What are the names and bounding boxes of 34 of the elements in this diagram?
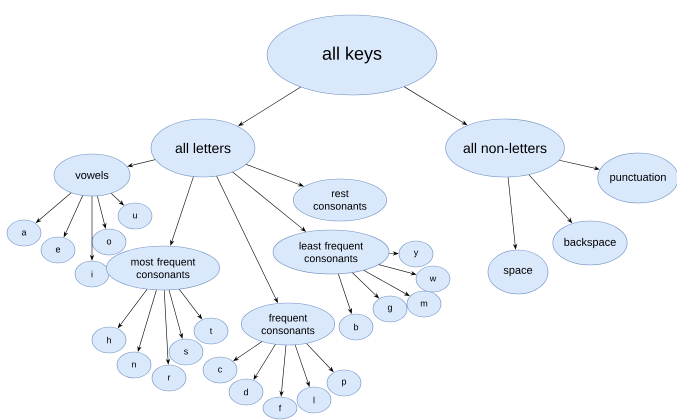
ellipse-node: space (488, 250, 548, 294)
arrow (404, 86, 468, 126)
ellipse-node: i (74, 260, 110, 288)
ellipse-node: d (228, 378, 264, 406)
ellipse-node: backspace (552, 220, 628, 266)
arrow (118, 289, 148, 328)
ellipse-node: f (262, 396, 298, 420)
ellipse-node: h (92, 326, 126, 354)
ellipse-node: r (152, 364, 186, 392)
ellipse-node: e (40, 236, 76, 264)
ellipse-node: all non-letters (445, 118, 565, 178)
ellipse-node: m (406, 290, 442, 318)
ellipse-node: l (296, 386, 332, 414)
ellipse-node: frequent consonants (241, 302, 335, 346)
arrow (233, 341, 262, 362)
ellipse-node: b (338, 314, 374, 340)
ellipse-node: rest consonants (293, 178, 387, 222)
ellipse-node: n (116, 352, 152, 378)
ellipse-node: w (416, 266, 450, 292)
ellipse-node: s (168, 338, 204, 366)
ellipse-node: all keys (266, 14, 438, 96)
ellipse-node: least frequent consonants (272, 230, 390, 274)
ellipse-node: g (372, 296, 408, 322)
arrow (364, 270, 410, 296)
ellipse-node: punctuation (597, 152, 677, 204)
ellipse-node: o (92, 228, 126, 256)
ellipse-node: u (118, 202, 152, 230)
ellipse-node: vowels (54, 154, 130, 196)
ellipse-node: a (6, 220, 42, 246)
ellipse-node: c (202, 356, 238, 384)
ellipse-node: all letters (150, 118, 256, 178)
ellipse-node: p (326, 370, 362, 396)
ellipse-node: t (194, 318, 228, 344)
ellipse-node: y (398, 240, 434, 268)
